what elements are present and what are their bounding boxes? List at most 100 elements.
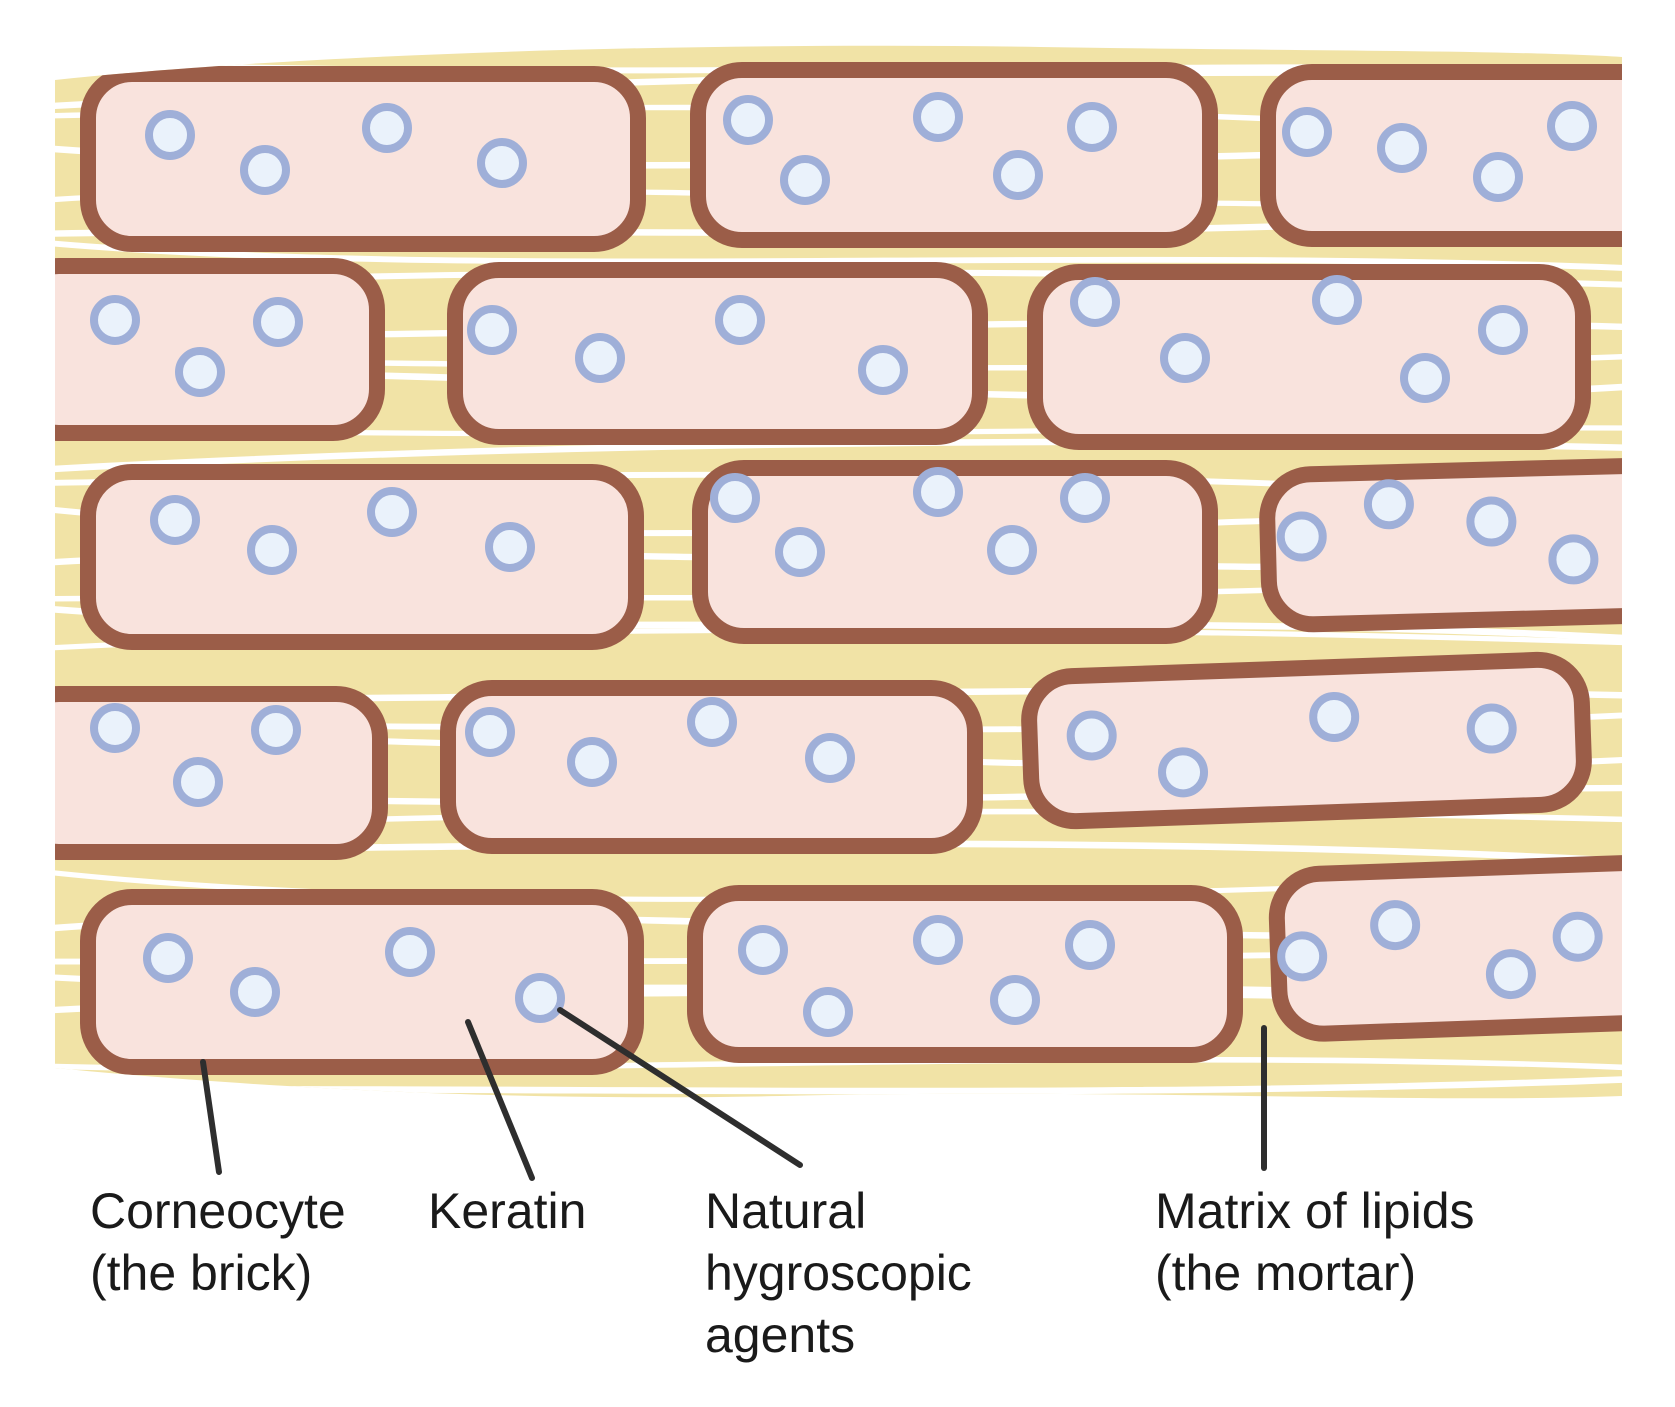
hygroscopic-agent-dot: [1158, 747, 1209, 798]
corneocyte-brick-group: [55, 686, 388, 860]
hygroscopic-agent-dot: [1466, 703, 1517, 754]
label-keratin: Keratin: [428, 1183, 586, 1239]
hygroscopic-agent-dot: [858, 345, 908, 395]
hygroscopic-agent-dot: [253, 297, 303, 347]
corneocyte-pointer-line: [200, 1059, 222, 1175]
hygroscopic-agent-dot: [1552, 911, 1603, 962]
hygroscopic-agent-dot: [913, 92, 963, 142]
hygroscopic-agent-dot: [467, 305, 517, 355]
corneocyte-brick-group: [440, 680, 983, 854]
corneocyte-brick-group: [687, 885, 1243, 1063]
corneocyte-brick-group: [447, 262, 988, 445]
hygroscopic-agent-dot: [1066, 710, 1117, 761]
natural-hygroscopic-agents-pointer-line: [557, 1007, 803, 1168]
corneocyte-brick: [447, 262, 988, 445]
corneocyte-brick: [1027, 264, 1591, 450]
hygroscopic-agent-dot: [993, 150, 1043, 200]
corneocyte-brick: [690, 62, 1218, 248]
hygroscopic-agent-dot: [1160, 333, 1210, 383]
hygroscopic-agent-dot: [175, 347, 225, 397]
corneocyte-brick: [440, 680, 983, 854]
hygroscopic-agent-dot: [990, 975, 1040, 1025]
hygroscopic-agent-dot: [1070, 277, 1120, 327]
hygroscopic-agent-dot: [803, 987, 853, 1037]
hygroscopic-agent-dot: [90, 295, 140, 345]
hygroscopic-agent-dot: [1377, 123, 1427, 173]
hygroscopic-agent-dot: [1370, 900, 1421, 951]
hygroscopic-agent-dot: [575, 333, 625, 383]
hygroscopic-agent-dot: [150, 495, 200, 545]
annotation-pointers: [200, 1007, 1267, 1181]
corneocyte-brick: [80, 464, 644, 650]
label-matrix-of-lipids-line2: (the mortar): [1155, 1245, 1416, 1301]
hygroscopic-agent-dot: [143, 933, 193, 983]
hygroscopic-agent-dot: [913, 467, 963, 517]
corneocyte-brick-group: [1259, 457, 1622, 633]
hygroscopic-agent-dot: [367, 487, 417, 537]
hygroscopic-agent-dot: [1485, 949, 1536, 1000]
hygroscopic-agent-dot: [230, 967, 280, 1017]
corneocyte-brick-group: [690, 62, 1218, 248]
hygroscopic-agent-dot: [1478, 305, 1528, 355]
corneocyte-brick-group: [55, 258, 385, 441]
hygroscopic-agent-dot: [738, 925, 788, 975]
hygroscopic-agent-dot: [1276, 511, 1327, 562]
hygroscopic-agent-dot: [1282, 107, 1332, 157]
corneocyte-brick-group: [80, 464, 644, 650]
corneocyte-brick-group: [1268, 854, 1622, 1042]
corneocyte-brick-group: [1027, 264, 1591, 450]
hygroscopic-agent-dot: [485, 522, 535, 572]
hygroscopic-agent-dot: [913, 915, 963, 965]
hygroscopic-agent-dot: [1067, 102, 1117, 152]
corneocyte-brick-group: [1260, 64, 1622, 247]
hygroscopic-agent-dot: [987, 525, 1037, 575]
corneocyte-brick: [1259, 457, 1622, 633]
lipid-layer-line: [55, 240, 1622, 272]
hygroscopic-agent-dot: [775, 527, 825, 577]
label-hygroscopic-agents-line2: hygroscopic: [705, 1245, 972, 1301]
hygroscopic-agent-dot: [1466, 496, 1517, 547]
hygroscopic-agent-dot: [251, 705, 301, 755]
hygroscopic-agent-dot: [723, 95, 773, 145]
hygroscopic-agent-dot: [1473, 152, 1523, 202]
hygroscopic-agent-dot: [1065, 920, 1115, 970]
corneocyte-brick-group: [80, 889, 644, 1075]
hygroscopic-agent-dot: [465, 707, 515, 757]
hygroscopic-agent-dot: [240, 145, 290, 195]
corneocyte-brick: [80, 66, 646, 252]
hygroscopic-agent-dot: [247, 525, 297, 575]
corneocyte-brick: [1268, 854, 1622, 1042]
hygroscopic-agent-dot: [173, 757, 223, 807]
label-corneocyte-line2: (the brick): [90, 1245, 312, 1301]
hygroscopic-agent-dot: [90, 703, 140, 753]
label-matrix-of-lipids-line1: Matrix of lipids: [1155, 1183, 1475, 1239]
corneocyte-brick: [1260, 64, 1622, 247]
hygroscopic-agent-dot: [687, 697, 737, 747]
corneocyte-brick: [80, 889, 644, 1075]
hygroscopic-agent-dot: [1400, 353, 1450, 403]
hygroscopic-agent-dot: [1363, 479, 1414, 530]
hygroscopic-agent-dot: [362, 103, 412, 153]
corneocyte-brick: [687, 885, 1243, 1063]
hygroscopic-agent-dot: [1312, 275, 1362, 325]
label-hygroscopic-agents-line1: Natural: [705, 1183, 866, 1239]
hygroscopic-agent-dot: [710, 473, 760, 523]
keratin-pointer-line: [465, 1019, 535, 1181]
hygroscopic-agent-dot: [567, 737, 617, 787]
hygroscopic-agent-dot: [780, 155, 830, 205]
diagram-content: [55, 58, 1622, 1095]
hygroscopic-agent-dot: [1060, 473, 1110, 523]
hygroscopic-agent-dot: [385, 927, 435, 977]
hygroscopic-agent-dot: [1548, 534, 1599, 585]
hygroscopic-agent-dot: [145, 110, 195, 160]
hygroscopic-agent-dot: [515, 973, 565, 1023]
hygroscopic-agent-dot: [715, 295, 765, 345]
label-corneocyte-line1: Corneocyte: [90, 1183, 346, 1239]
hygroscopic-agent-dot: [1309, 692, 1360, 743]
label-hygroscopic-agents-line3: agents: [705, 1307, 855, 1363]
corneocyte-brick-group: [692, 460, 1218, 644]
hygroscopic-agent-dot: [805, 733, 855, 783]
hygroscopic-agent-dot: [1277, 931, 1328, 982]
